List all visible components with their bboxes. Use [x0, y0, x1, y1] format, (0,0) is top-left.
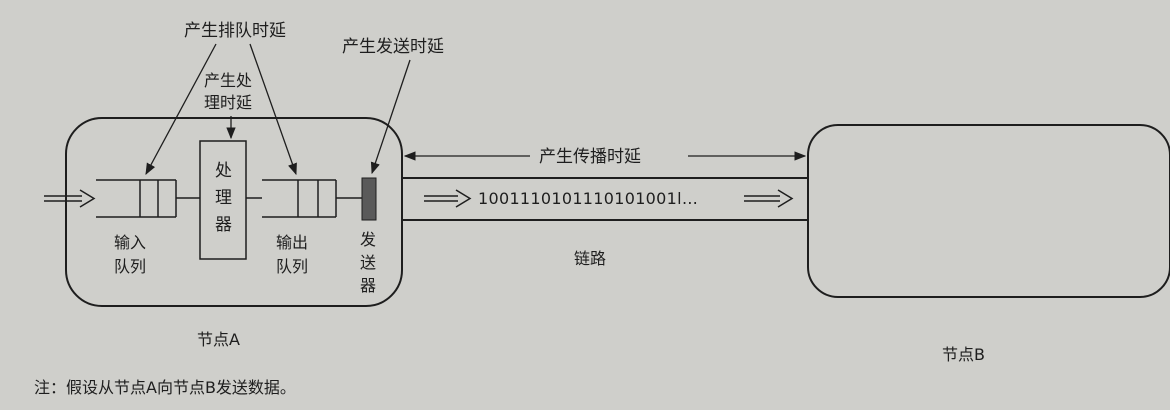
footnote: 注：假设从节点A向节点B发送数据。: [34, 378, 296, 397]
sender-block: [361, 177, 377, 221]
sender-label-char-2: 送: [360, 253, 376, 272]
node-b-label: 节点B: [942, 345, 985, 364]
output-queue-label-line1: 输出: [276, 233, 308, 252]
input-queue-label-line1: 输入: [114, 233, 146, 252]
processor-label-char-1: 处: [215, 161, 232, 181]
input-queue-label-line2: 队列: [114, 257, 146, 276]
queueing-delay-arrow-to-output: [249, 43, 297, 176]
link-label: 链路: [574, 249, 606, 268]
queueing-delay-label: 产生排队时延: [184, 21, 286, 41]
propagation-delay-label: 产生传播时延: [539, 147, 641, 167]
processor-label-char-3: 器: [215, 215, 232, 235]
link-hollow-arrow-left: [424, 189, 472, 208]
bit-stream-text: 1001110101110101001l…: [478, 189, 698, 208]
processing-delay-label-line2: 理时延: [204, 93, 252, 112]
sender-label-char-3: 器: [360, 276, 376, 295]
output-queue-label-line2: 队列: [276, 257, 308, 276]
link-hollow-arrow-right: [744, 189, 794, 208]
transmission-delay-arrow: [370, 59, 411, 175]
node-a-box: [65, 117, 403, 307]
processing-delay-label-line1: 产生处: [204, 71, 252, 90]
processor-box: [199, 140, 247, 260]
incoming-data-arrow: [44, 189, 96, 208]
transmission-delay-label: 产生发送时延: [342, 37, 444, 57]
queueing-delay-arrow-to-input: [145, 43, 217, 176]
processor-label-char-2: 理: [215, 188, 232, 208]
sender-label-char-1: 发: [360, 230, 376, 249]
node-b-box: [807, 124, 1170, 298]
node-a-label: 节点A: [197, 330, 240, 349]
